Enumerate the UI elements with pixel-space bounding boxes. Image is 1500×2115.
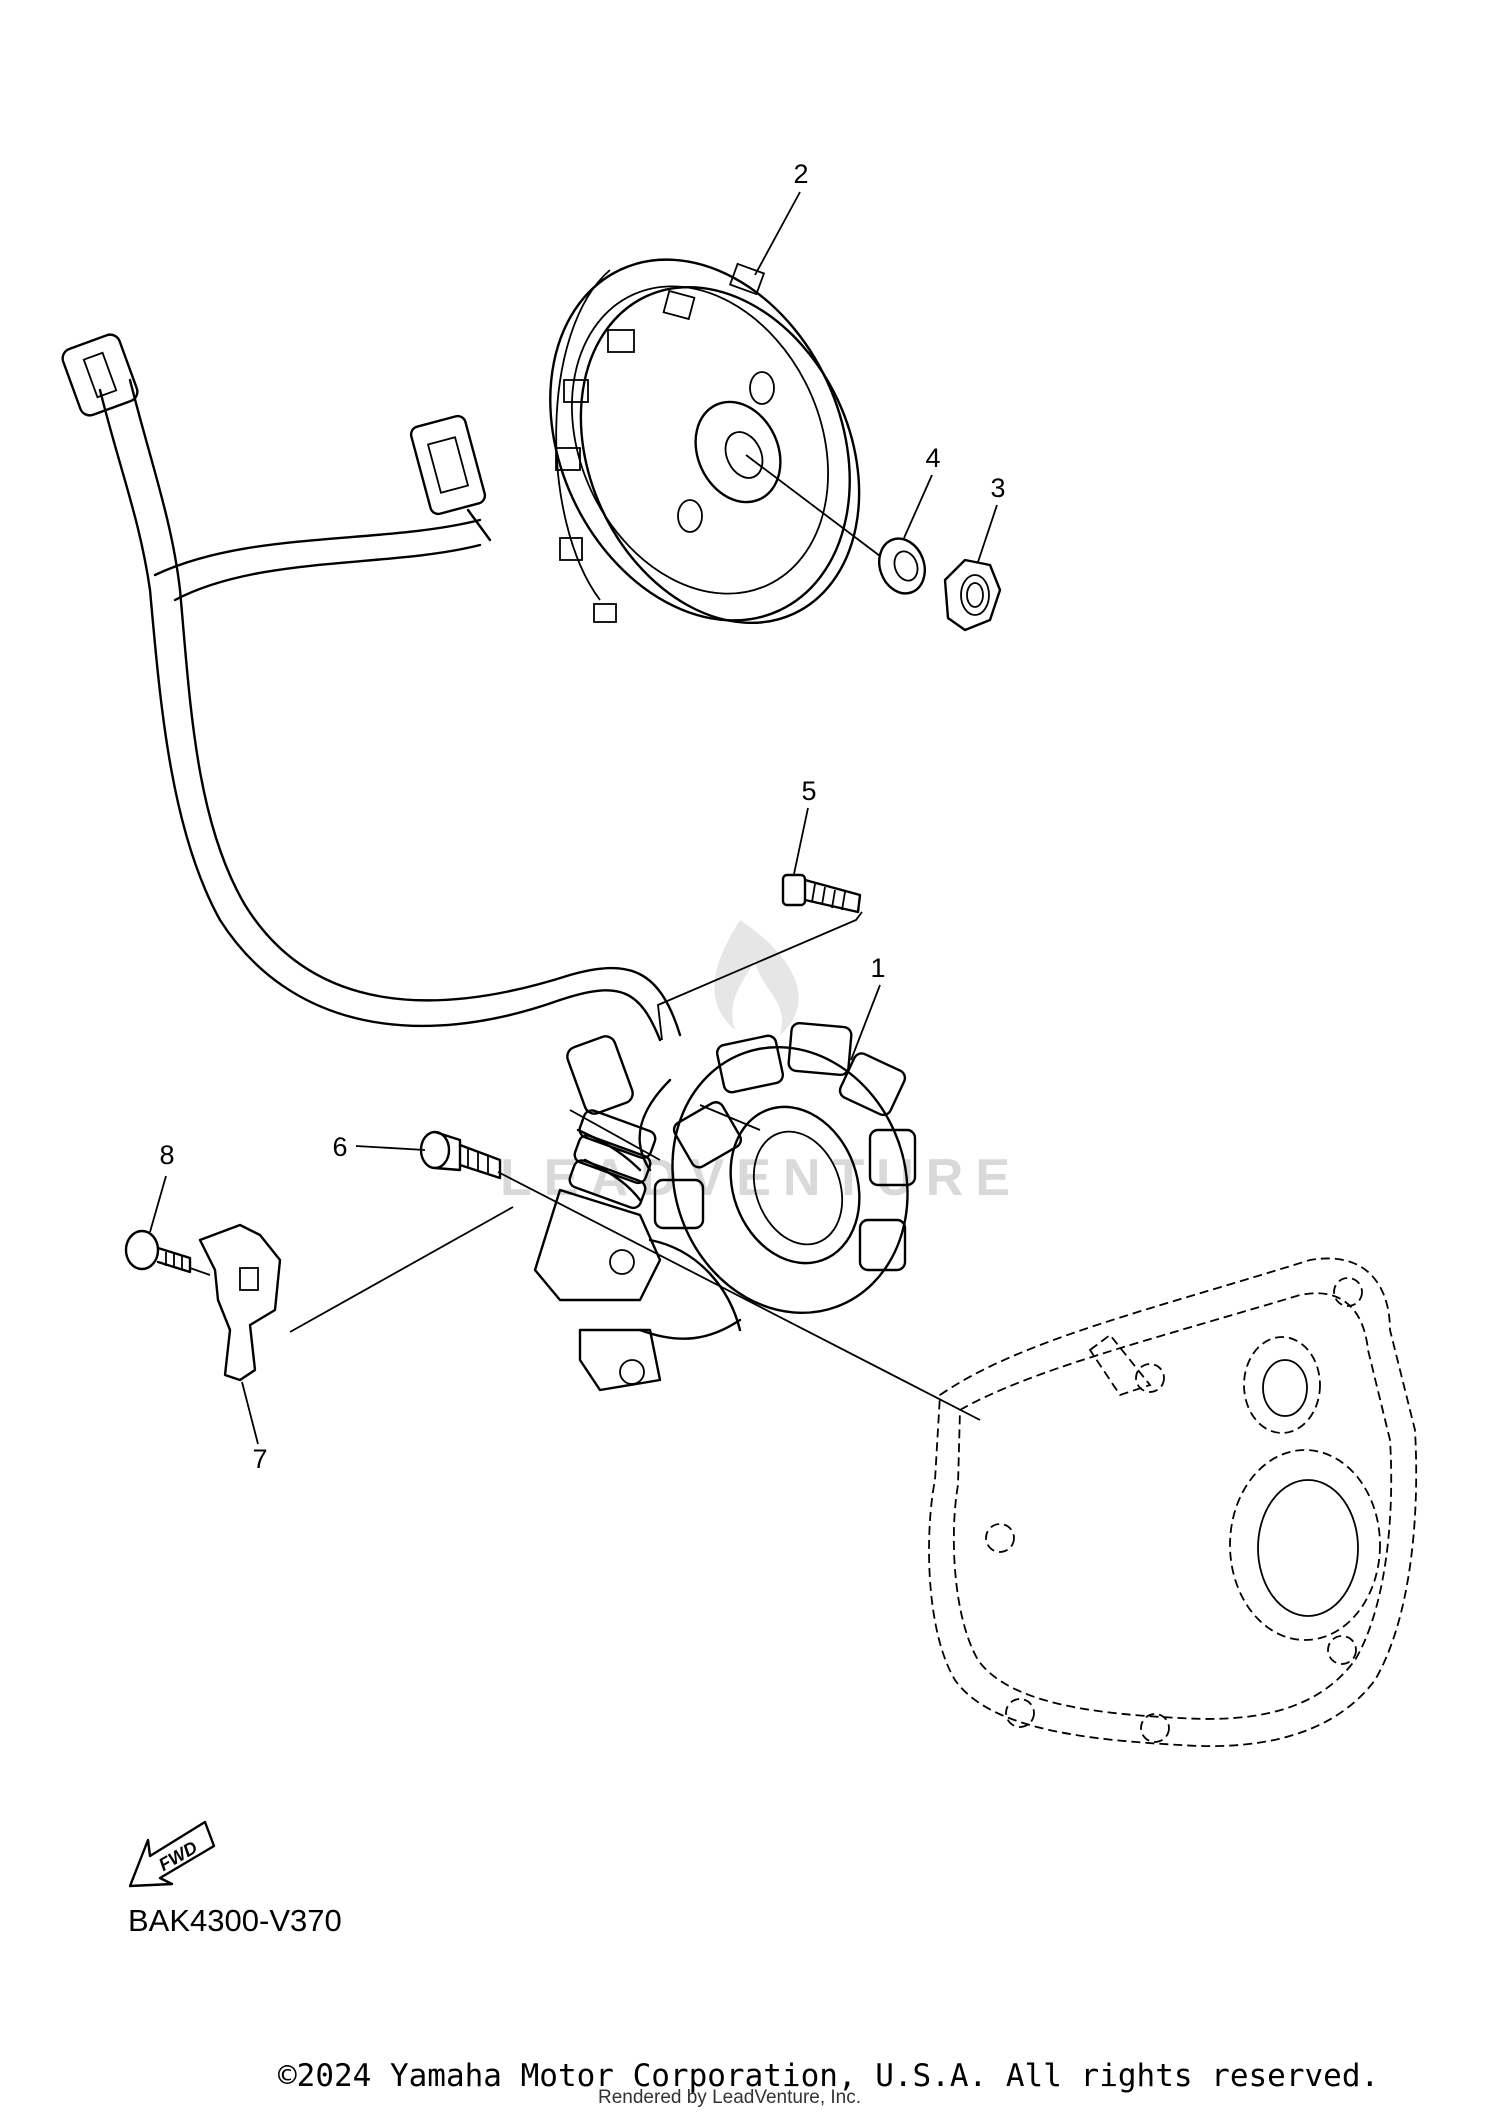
shaft-line	[745, 454, 881, 557]
watermark: LEADVENTURE	[500, 920, 1022, 1207]
washer	[878, 537, 926, 595]
callout-4: 4	[925, 443, 940, 473]
screw-5	[781, 873, 862, 914]
callout-8: 8	[159, 1140, 174, 1170]
callout-7: 7	[252, 1444, 267, 1474]
flywheel-rotor	[549, 258, 861, 625]
wire-harness	[61, 333, 682, 1042]
diagram-code: BAK4300-V370	[128, 1903, 342, 1938]
callout-2: 2	[793, 159, 808, 189]
fwd-label: FWD	[155, 1837, 200, 1875]
bolt-8	[124, 1229, 192, 1274]
callouts: 2 4 3 5 1 6 8 7	[159, 159, 1005, 1474]
bolt-6	[419, 1130, 502, 1180]
fwd-arrow-icon: FWD	[128, 1820, 216, 1888]
callout-6: 6	[332, 1132, 347, 1162]
stator	[533, 1021, 917, 1392]
rendered-by-text: Rendered by LeadVenture, Inc.	[598, 2087, 862, 2108]
grommet	[566, 1035, 657, 1210]
crankcase-cover	[928, 1257, 1418, 1748]
callout-3: 3	[990, 473, 1005, 503]
copyright-notice: ©2024 Yamaha Motor Corporation, U.S.A. A…	[278, 2058, 1380, 2094]
assembly-lines	[189, 911, 981, 1421]
nut	[943, 558, 1002, 632]
callout-1: 1	[870, 953, 885, 983]
bracket-7	[198, 1223, 282, 1382]
watermark-text: LEADVENTURE	[500, 1149, 1022, 1207]
callout-5: 5	[801, 776, 816, 806]
callout-leaders	[149, 191, 998, 1445]
